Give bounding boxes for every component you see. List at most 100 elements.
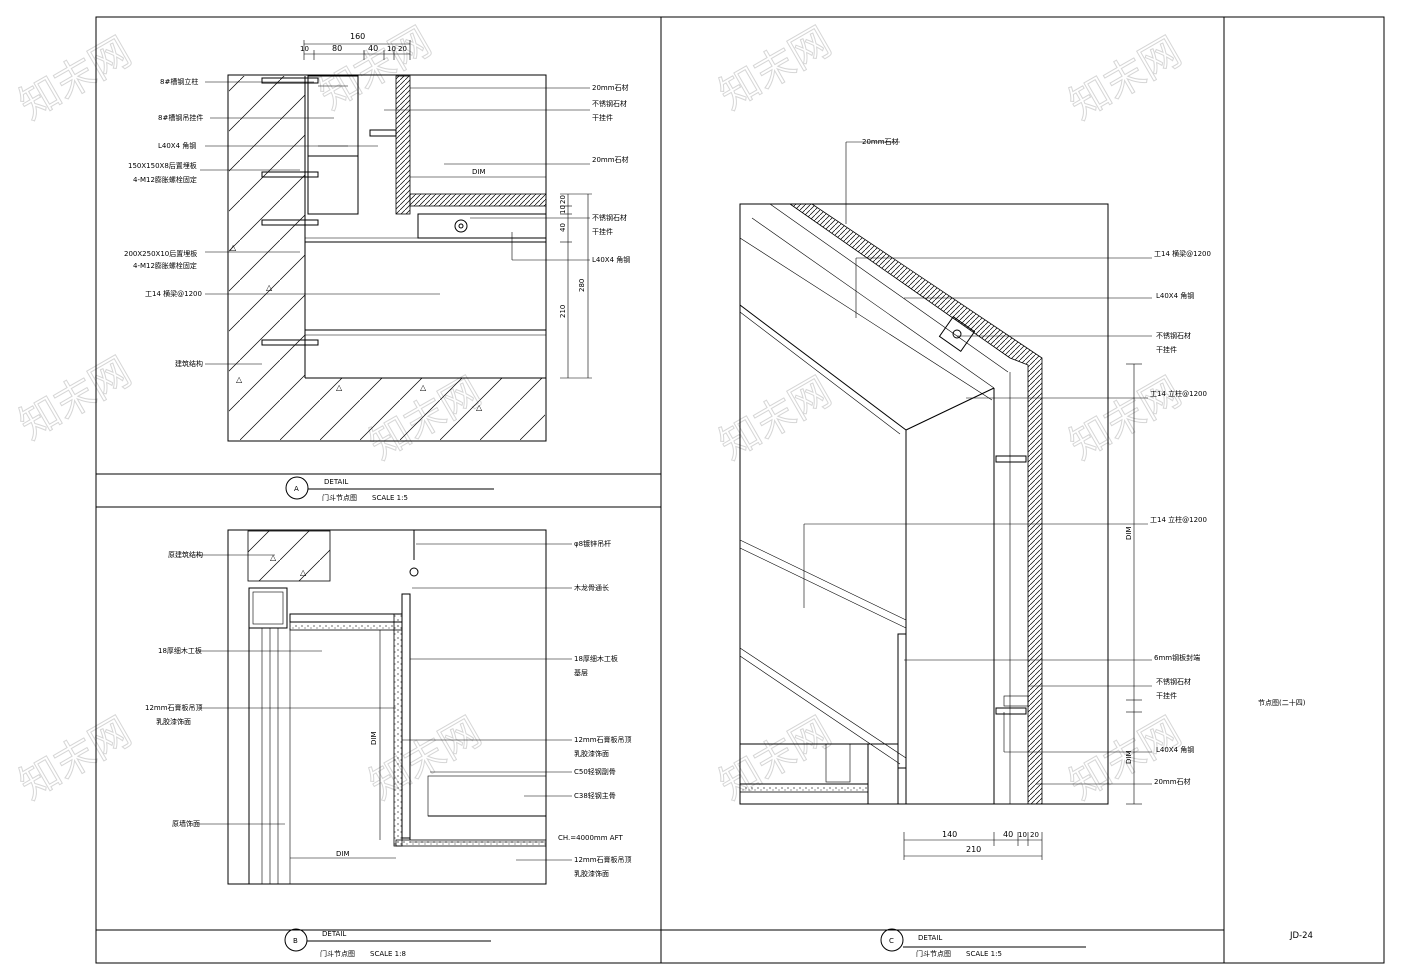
watermark: 知末网 <box>12 29 139 129</box>
gypsum-board <box>395 839 547 847</box>
detail-a: △△△ △△△ <box>124 32 630 502</box>
svg-text:C50轻钢副骨: C50轻钢副骨 <box>574 767 616 776</box>
title-block: 节点图(二十四) JD-24 <box>1258 698 1313 941</box>
svg-text:门斗节点图: 门斗节点图 <box>322 493 357 502</box>
svg-text:△: △ <box>476 403 483 412</box>
dim-label: 280 <box>578 279 586 292</box>
svg-text:L40X4 角钢: L40X4 角钢 <box>592 255 630 264</box>
watermark: 知末网 <box>712 369 839 469</box>
detail-marker-label: B <box>293 937 298 945</box>
detail-c: DIM DIM 140 40 10 20 210 20mm石材 工14 横梁@1… <box>739 137 1211 958</box>
svg-text:△: △ <box>266 283 273 292</box>
svg-text:乳胶漆饰面: 乳胶漆饰面 <box>574 869 609 878</box>
detail-marker <box>284 928 308 952</box>
detail-marker <box>285 476 309 500</box>
watermark: 知末网 <box>12 709 139 809</box>
svg-text:工14 横梁@1200: 工14 横梁@1200 <box>145 289 202 298</box>
svg-text:4-M12膨胀螺栓固定: 4-M12膨胀螺栓固定 <box>133 175 197 184</box>
svg-text:6mm钢板封端: 6mm钢板封端 <box>1154 653 1200 662</box>
watermark: 知末网 <box>12 349 139 449</box>
svg-text:△: △ <box>420 383 427 392</box>
watermark: 知末网 <box>712 709 839 809</box>
dim-label: 10 <box>387 45 396 53</box>
svg-text:L40X4 角钢: L40X4 角钢 <box>1156 291 1194 300</box>
dim-label: 20 <box>398 45 407 53</box>
detail-marker-label: C <box>889 937 894 945</box>
svg-text:4-M12膨胀螺栓固定: 4-M12膨胀螺栓固定 <box>133 261 197 270</box>
svg-text:CH.=4000mm AFT: CH.=4000mm AFT <box>558 834 623 842</box>
watermark: 知末网 <box>312 19 439 119</box>
clip-bolt <box>454 219 468 233</box>
svg-text:工14 立柱@1200: 工14 立柱@1200 <box>1150 515 1207 524</box>
svg-text:8#槽钢立柱: 8#槽钢立柱 <box>160 77 198 86</box>
svg-text:门斗节点图: 门斗节点图 <box>320 949 355 958</box>
svg-text:20mm石材: 20mm石材 <box>592 83 629 92</box>
svg-text:DETAIL: DETAIL <box>324 478 348 486</box>
dim-label: 210 <box>966 845 981 854</box>
dim-text: DIM <box>472 168 486 176</box>
svg-text:φ8镀锌吊杆: φ8镀锌吊杆 <box>574 539 611 548</box>
svg-text:18厚细木工板: 18厚细木工板 <box>574 654 618 663</box>
detail-marker <box>880 928 904 952</box>
detail-b-notes-right: φ8镀锌吊杆 木龙骨通长 18厚细木工板 基层 12mm石膏板吊顶 乳胶漆饰面 … <box>402 539 632 878</box>
svg-text:干挂件: 干挂件 <box>592 113 613 122</box>
detail-c-title: C DETAIL 门斗节点图 SCALE 1:5 <box>880 928 1086 958</box>
angle-bracket <box>369 129 397 137</box>
svg-text:20mm石材: 20mm石材 <box>592 155 629 164</box>
dim-text: DIM <box>1125 527 1133 541</box>
watermark-group: 知末网 知末网 知末网 知末网 知末网 知末网 知末网 知末网 知末网 知末网 … <box>12 18 1190 809</box>
svg-text:SCALE 1:8: SCALE 1:8 <box>370 950 406 958</box>
svg-text:不锈钢石材: 不锈钢石材 <box>592 213 627 222</box>
dim-label: 40 <box>1003 830 1013 839</box>
detail-b-notes-left: 原建筑结构 18厚细木工板 12mm石膏板吊顶 乳胶漆饰面 原墙饰面 <box>145 550 396 828</box>
concrete-slab <box>305 378 545 440</box>
svg-text:△: △ <box>270 553 277 562</box>
svg-text:12mm石膏板吊顶: 12mm石膏板吊顶 <box>574 735 632 744</box>
svg-text:L40X4 角钢: L40X4 角钢 <box>1156 745 1194 754</box>
svg-text:△: △ <box>236 375 243 384</box>
detail-a-notes-left: 8#槽钢立柱 8#槽钢吊挂件 L40X4 角钢 150X150X8后置埋板 4-… <box>124 77 440 368</box>
svg-text:SCALE 1:5: SCALE 1:5 <box>966 950 1002 958</box>
svg-text:△: △ <box>300 568 307 577</box>
watermark: 知末网 <box>712 19 839 119</box>
svg-text:乳胶漆饰面: 乳胶漆饰面 <box>156 717 191 726</box>
dim-label: 20 <box>1030 831 1039 839</box>
detail-a-dims-top: 160 10 80 40 10 20 <box>300 32 411 60</box>
detail-c-dims-bottom: 140 40 10 20 210 <box>903 830 1043 860</box>
detail-a-outline <box>227 74 547 442</box>
detail-marker-label: A <box>294 485 299 493</box>
dim-label: 10 <box>1018 831 1027 839</box>
detail-c-notes: 20mm石材 工14 横梁@1200 L40X4 角钢 不锈钢石材 干挂件 工1… <box>803 137 1211 786</box>
gypsum-board <box>289 621 403 631</box>
svg-text:建筑结构: 建筑结构 <box>175 359 203 368</box>
detail-b-title: B DETAIL 门斗节点图 SCALE 1:8 <box>284 928 491 958</box>
svg-text:工14 立柱@1200: 工14 立柱@1200 <box>1150 389 1207 398</box>
svg-text:不锈钢石材: 不锈钢石材 <box>1156 677 1191 686</box>
concrete-wall <box>229 76 305 440</box>
svg-text:木龙骨通长: 木龙骨通长 <box>574 583 609 592</box>
detail-c-dims-right: DIM DIM <box>1125 363 1142 805</box>
dim-text: DIM <box>336 850 350 858</box>
svg-text:12mm石膏板吊顶: 12mm石膏板吊顶 <box>574 855 632 864</box>
sheet-number: JD-24 <box>1289 931 1313 941</box>
svg-text:乳胶漆饰面: 乳胶漆饰面 <box>574 749 609 758</box>
svg-text:DETAIL: DETAIL <box>918 934 942 942</box>
dim-label: 40 <box>559 223 567 232</box>
timber-block <box>248 587 288 629</box>
svg-text:SCALE 1:5: SCALE 1:5 <box>372 494 408 502</box>
stone-panel-sloped <box>788 203 1043 805</box>
svg-text:DETAIL: DETAIL <box>322 930 346 938</box>
svg-text:干挂件: 干挂件 <box>592 227 613 236</box>
svg-text:20mm石材: 20mm石材 <box>862 137 899 146</box>
detail-a-title: A DETAIL 门斗节点图 SCALE 1:5 <box>285 476 494 502</box>
dim-label: 40 <box>368 44 378 53</box>
svg-text:150X150X8后置埋板: 150X150X8后置埋板 <box>128 161 197 170</box>
watermark: 知末网 <box>1062 369 1189 469</box>
dim-label: 80 <box>332 44 342 53</box>
structure-beam <box>247 530 331 582</box>
watermark: 知末网 <box>362 709 489 809</box>
svg-text:原建筑结构: 原建筑结构 <box>168 550 203 559</box>
svg-text:干挂件: 干挂件 <box>1156 345 1177 354</box>
steel-plate <box>897 633 907 769</box>
svg-text:不锈钢石材: 不锈钢石材 <box>1156 331 1191 340</box>
